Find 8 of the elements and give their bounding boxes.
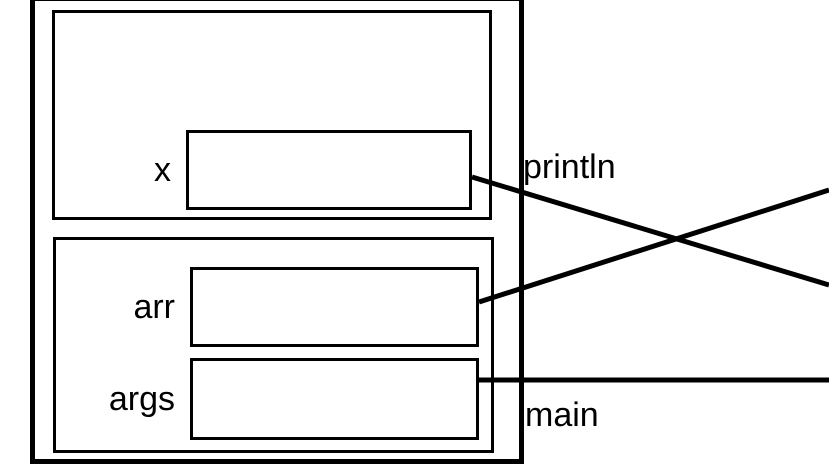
variable-name: arr: [133, 288, 175, 326]
variable-name: args: [108, 380, 175, 418]
reference-line: [471, 174, 829, 288]
reference-line: [478, 188, 829, 304]
frame-label: main: [525, 396, 599, 434]
frame-label: println: [523, 148, 616, 186]
variable-name: x: [154, 151, 171, 189]
reference-line: [479, 378, 829, 382]
